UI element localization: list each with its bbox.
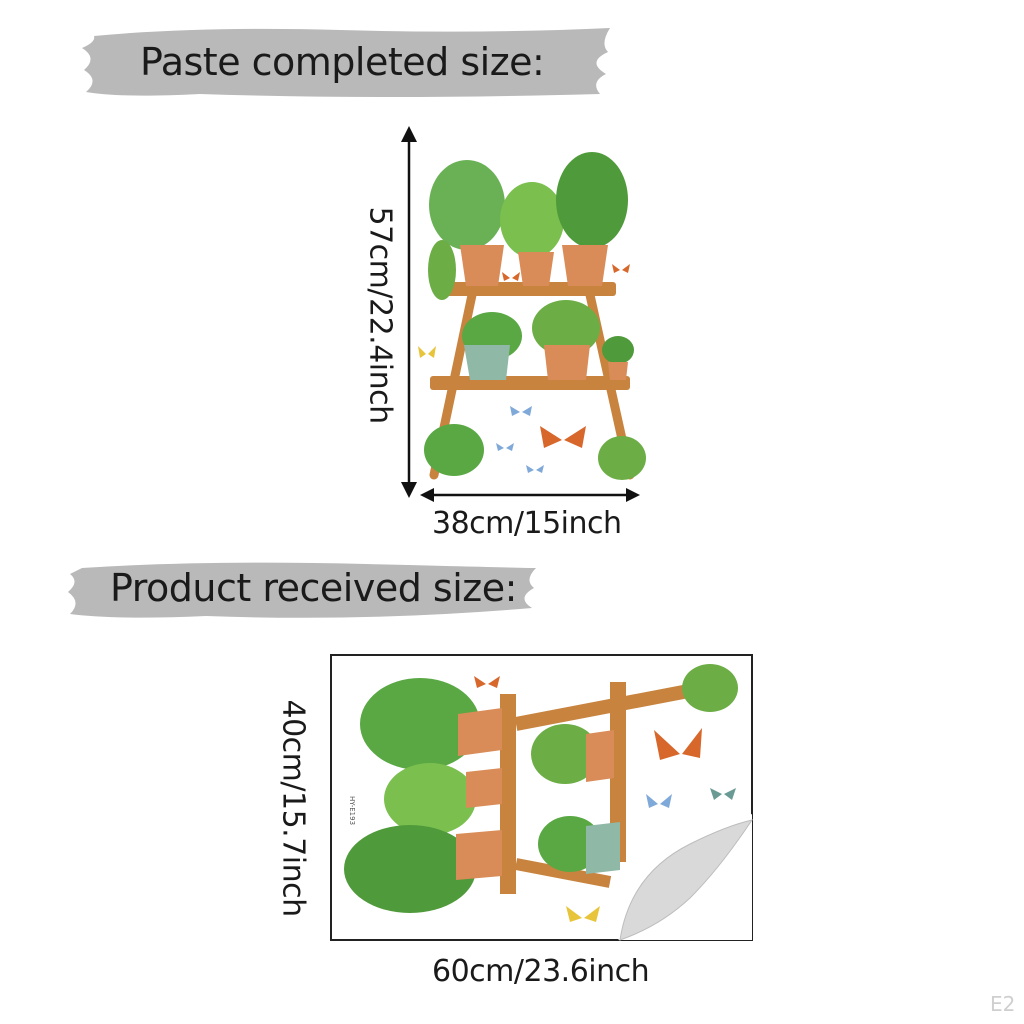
brush-stroke-shape bbox=[82, 28, 610, 97]
decal-sheet-illustration bbox=[330, 654, 754, 941]
completed-height-label: 57cm/22.4inch bbox=[362, 206, 398, 424]
sheet-code: HY-E193 bbox=[348, 796, 356, 826]
received-height-label: 40cm/15.7inch bbox=[275, 699, 311, 917]
height-arrow bbox=[401, 126, 417, 498]
received-width-label: 60cm/23.6inch bbox=[432, 954, 650, 989]
received-size-banner: Product received size: bbox=[66, 558, 540, 622]
plant-shelf-illustration bbox=[418, 152, 646, 480]
completed-size-label: Paste completed size: bbox=[140, 40, 545, 84]
received-size-label: Product received size: bbox=[110, 566, 517, 610]
completed-width-label: 38cm/15inch bbox=[432, 506, 622, 541]
brush-stroke-shape bbox=[68, 562, 536, 618]
completed-size-banner: Paste completed size: bbox=[80, 22, 615, 100]
corner-mark: E2 bbox=[990, 992, 1016, 1016]
width-arrow bbox=[420, 488, 640, 502]
